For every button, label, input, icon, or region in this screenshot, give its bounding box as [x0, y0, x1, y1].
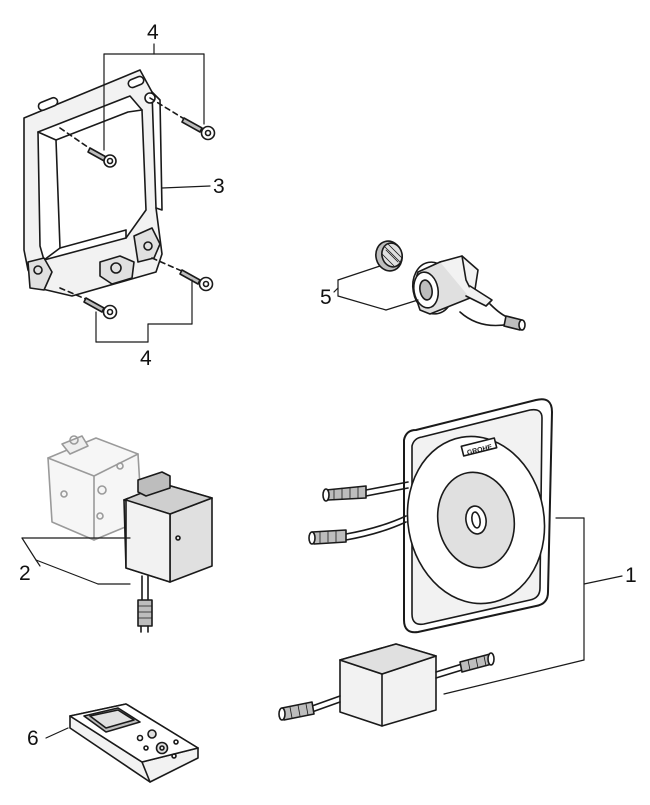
- mounting-frame: [23, 69, 163, 297]
- callout-2: 2: [19, 562, 31, 585]
- callout-5: 5: [320, 286, 332, 309]
- transformer: [278, 643, 495, 727]
- power-module: [47, 435, 213, 633]
- callout-4-bottom: 4: [140, 347, 152, 370]
- mounting-screws: [59, 97, 216, 320]
- filter-and-valve: [375, 240, 526, 331]
- callout-3: 3: [213, 175, 225, 198]
- remote-control: [69, 703, 199, 783]
- callout-line-6: [45, 727, 69, 739]
- cover-plate-cables: [308, 481, 409, 545]
- callout-4-top: 4: [147, 21, 159, 44]
- callout-lines-4-bottom: [95, 279, 193, 343]
- junction-box-ghost: [47, 435, 143, 541]
- callout-lines-2: [21, 537, 131, 585]
- callout-1: 1: [625, 564, 637, 587]
- callout-lines-1: [443, 517, 623, 695]
- cover-plate: GROHE: [403, 398, 553, 634]
- callout-6: 6: [27, 727, 39, 750]
- callout-lines-4-top: [103, 43, 205, 151]
- callout-line-3: [161, 185, 211, 189]
- callout-lines-5: [333, 265, 419, 311]
